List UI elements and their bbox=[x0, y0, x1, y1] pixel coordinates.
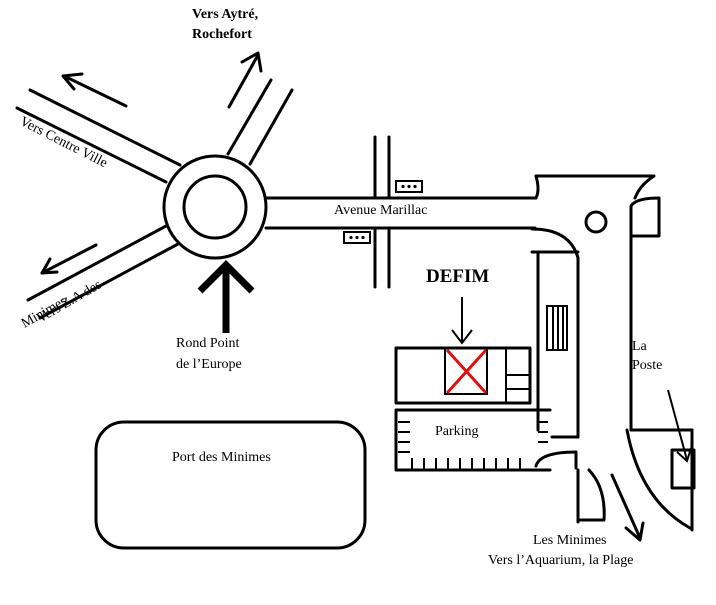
label-poste-2: Poste bbox=[632, 358, 662, 373]
avenue-marillac bbox=[264, 196, 537, 230]
arrow-za-icon bbox=[40, 243, 98, 275]
parking-area bbox=[394, 408, 552, 472]
label-defim: DEFIM bbox=[426, 266, 489, 287]
arrow-centre-ville-icon bbox=[61, 72, 128, 108]
label-minimes-2: Vers l’Aquarium, la Plage bbox=[488, 553, 633, 568]
arrow-defim-icon bbox=[451, 297, 473, 345]
label-aytre-2: Rochefort bbox=[192, 27, 252, 42]
port-box bbox=[94, 420, 367, 550]
road-aytre bbox=[226, 78, 294, 166]
defim-building bbox=[394, 346, 532, 405]
arrow-poste-icon bbox=[667, 389, 692, 463]
label-aytre-1: Vers Aytré, bbox=[192, 7, 258, 22]
crossing-street bbox=[373, 135, 391, 289]
label-rond-point-2: de l’Europe bbox=[176, 357, 242, 372]
roundabout bbox=[162, 154, 268, 260]
arrow-minimes-icon bbox=[610, 473, 645, 542]
road-za-minimes bbox=[26, 224, 180, 320]
stairs bbox=[546, 305, 568, 351]
traffic-light-south-icon bbox=[343, 231, 371, 244]
label-rond-point-1: Rond Point bbox=[176, 336, 240, 351]
poste-building bbox=[670, 448, 696, 490]
arrow-rond-point-icon bbox=[197, 260, 255, 333]
right-roads bbox=[530, 174, 694, 532]
label-parking: Parking bbox=[435, 424, 479, 439]
traffic-light-north-icon bbox=[395, 180, 423, 193]
label-port: Port des Minimes bbox=[172, 450, 271, 465]
red-x-icon bbox=[445, 348, 488, 395]
label-avenue: Avenue Marillac bbox=[334, 203, 427, 218]
label-minimes-1: Les Minimes bbox=[533, 533, 607, 548]
label-poste-1: La bbox=[632, 339, 648, 354]
road-centre-ville bbox=[15, 88, 182, 184]
arrow-aytre-icon bbox=[227, 51, 263, 109]
